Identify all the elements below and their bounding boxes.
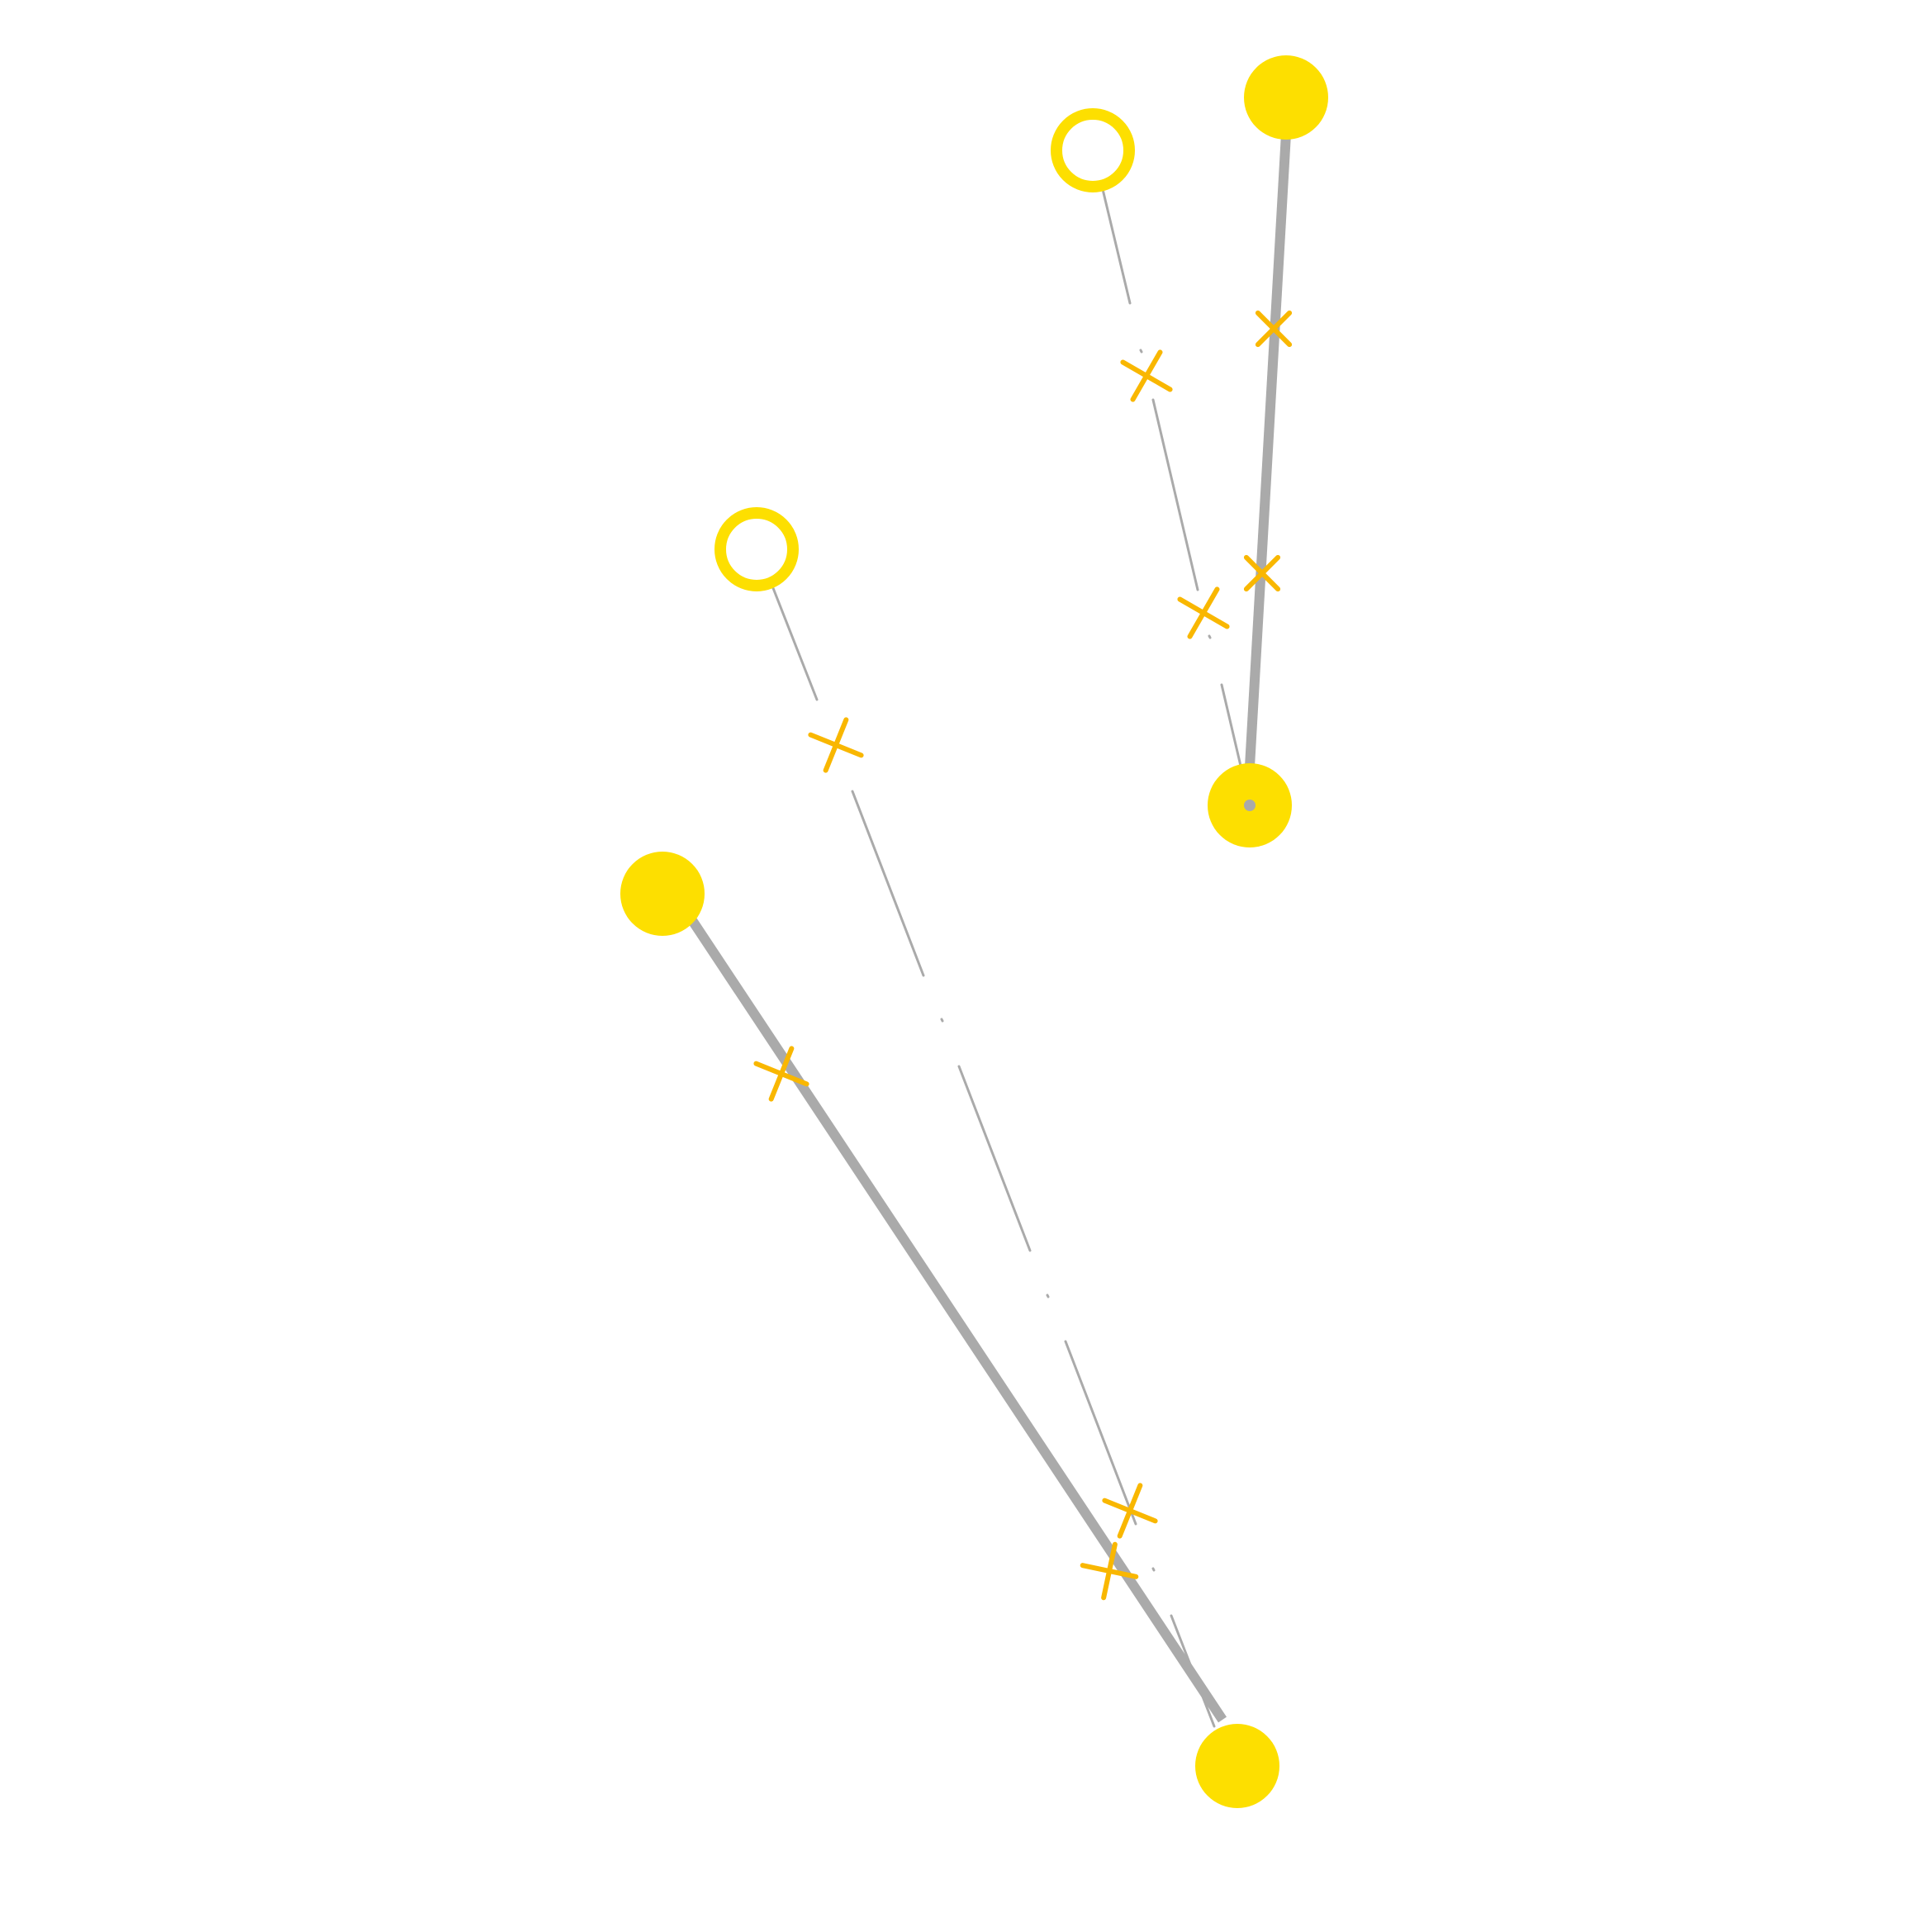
cross-marker [1177,586,1230,639]
cross-marker [1120,349,1173,402]
node-e [714,507,799,591]
node-c [1051,108,1135,192]
cross-markers [753,310,1293,1601]
edge-c-b [1100,184,1251,806]
edge-d-f [667,885,1227,1723]
cross-marker [1255,310,1293,348]
node-d [620,852,705,936]
endpoint-dot [1244,800,1256,811]
cross-marker [1102,1483,1158,1539]
node-a [1244,55,1328,140]
cross-marker [1080,1541,1139,1601]
edge-a-b [1245,133,1291,767]
cross-marker [753,1046,809,1102]
cross-marker [808,717,864,773]
edge-e-f [771,586,1216,1728]
node-f [1195,1724,1279,1808]
cross-marker [1243,554,1281,592]
